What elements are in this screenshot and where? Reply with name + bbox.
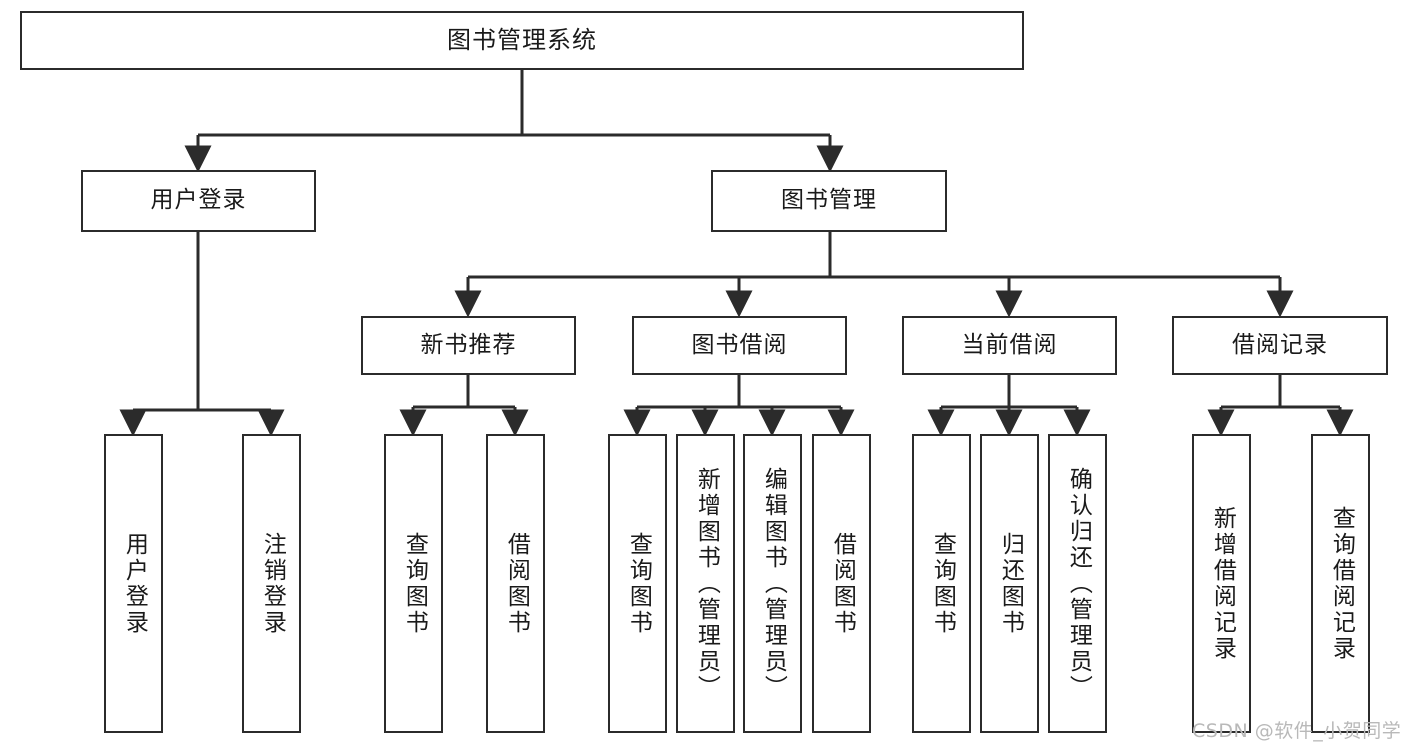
node-borrow-record[interactable]: 借阅记录 [1172,316,1388,375]
node-new-book-recommend[interactable]: 新书推荐 [361,316,576,375]
leaf-label: 新增借阅记录 [1209,505,1236,662]
leaf-query-book-new-rec[interactable]: 查询图书 [384,434,443,733]
node-current-borrow[interactable]: 当前借阅 [902,316,1117,375]
leaf-user-logout[interactable]: 注销登录 [242,434,301,733]
leaf-label: 查询图书 [929,531,956,636]
leaf-borrow-book[interactable]: 借阅图书 [812,434,871,733]
leaf-add-borrow-record[interactable]: 新增借阅记录 [1192,434,1251,733]
leaf-label: 用户登录 [121,531,148,636]
leaf-label: 借阅图书 [503,531,530,636]
leaf-user-login[interactable]: 用户登录 [104,434,163,733]
leaf-label: 查询图书 [625,531,652,636]
leaf-query-borrow-record[interactable]: 查询借阅记录 [1311,434,1370,733]
leaf-edit-book-admin[interactable]: 编辑图书（管理员） [743,434,802,733]
leaf-label: 确认归还（管理员） [1065,466,1092,701]
node-user-login[interactable]: 用户登录 [81,170,316,232]
node-root-system[interactable]: 图书管理系统 [20,11,1024,70]
leaf-label: 新增图书（管理员） [693,466,720,701]
leaf-label: 查询借阅记录 [1328,505,1355,662]
leaf-query-book-current[interactable]: 查询图书 [912,434,971,733]
leaf-label: 借阅图书 [829,531,856,636]
leaf-label: 归还图书 [997,531,1024,636]
leaf-label: 查询图书 [401,531,428,636]
node-book-borrow[interactable]: 图书借阅 [632,316,847,375]
leaf-add-book-admin[interactable]: 新增图书（管理员） [676,434,735,733]
leaf-return-book[interactable]: 归还图书 [980,434,1039,733]
leaf-borrow-book-new-rec[interactable]: 借阅图书 [486,434,545,733]
node-book-manage[interactable]: 图书管理 [711,170,947,232]
leaf-label: 注销登录 [259,531,286,636]
csdn-watermark: CSDN @软件_小贺同学 [1192,720,1402,742]
leaf-label: 编辑图书（管理员） [760,466,787,701]
leaf-query-book-borrow[interactable]: 查询图书 [608,434,667,733]
leaf-confirm-return-admin[interactable]: 确认归还（管理员） [1048,434,1107,733]
